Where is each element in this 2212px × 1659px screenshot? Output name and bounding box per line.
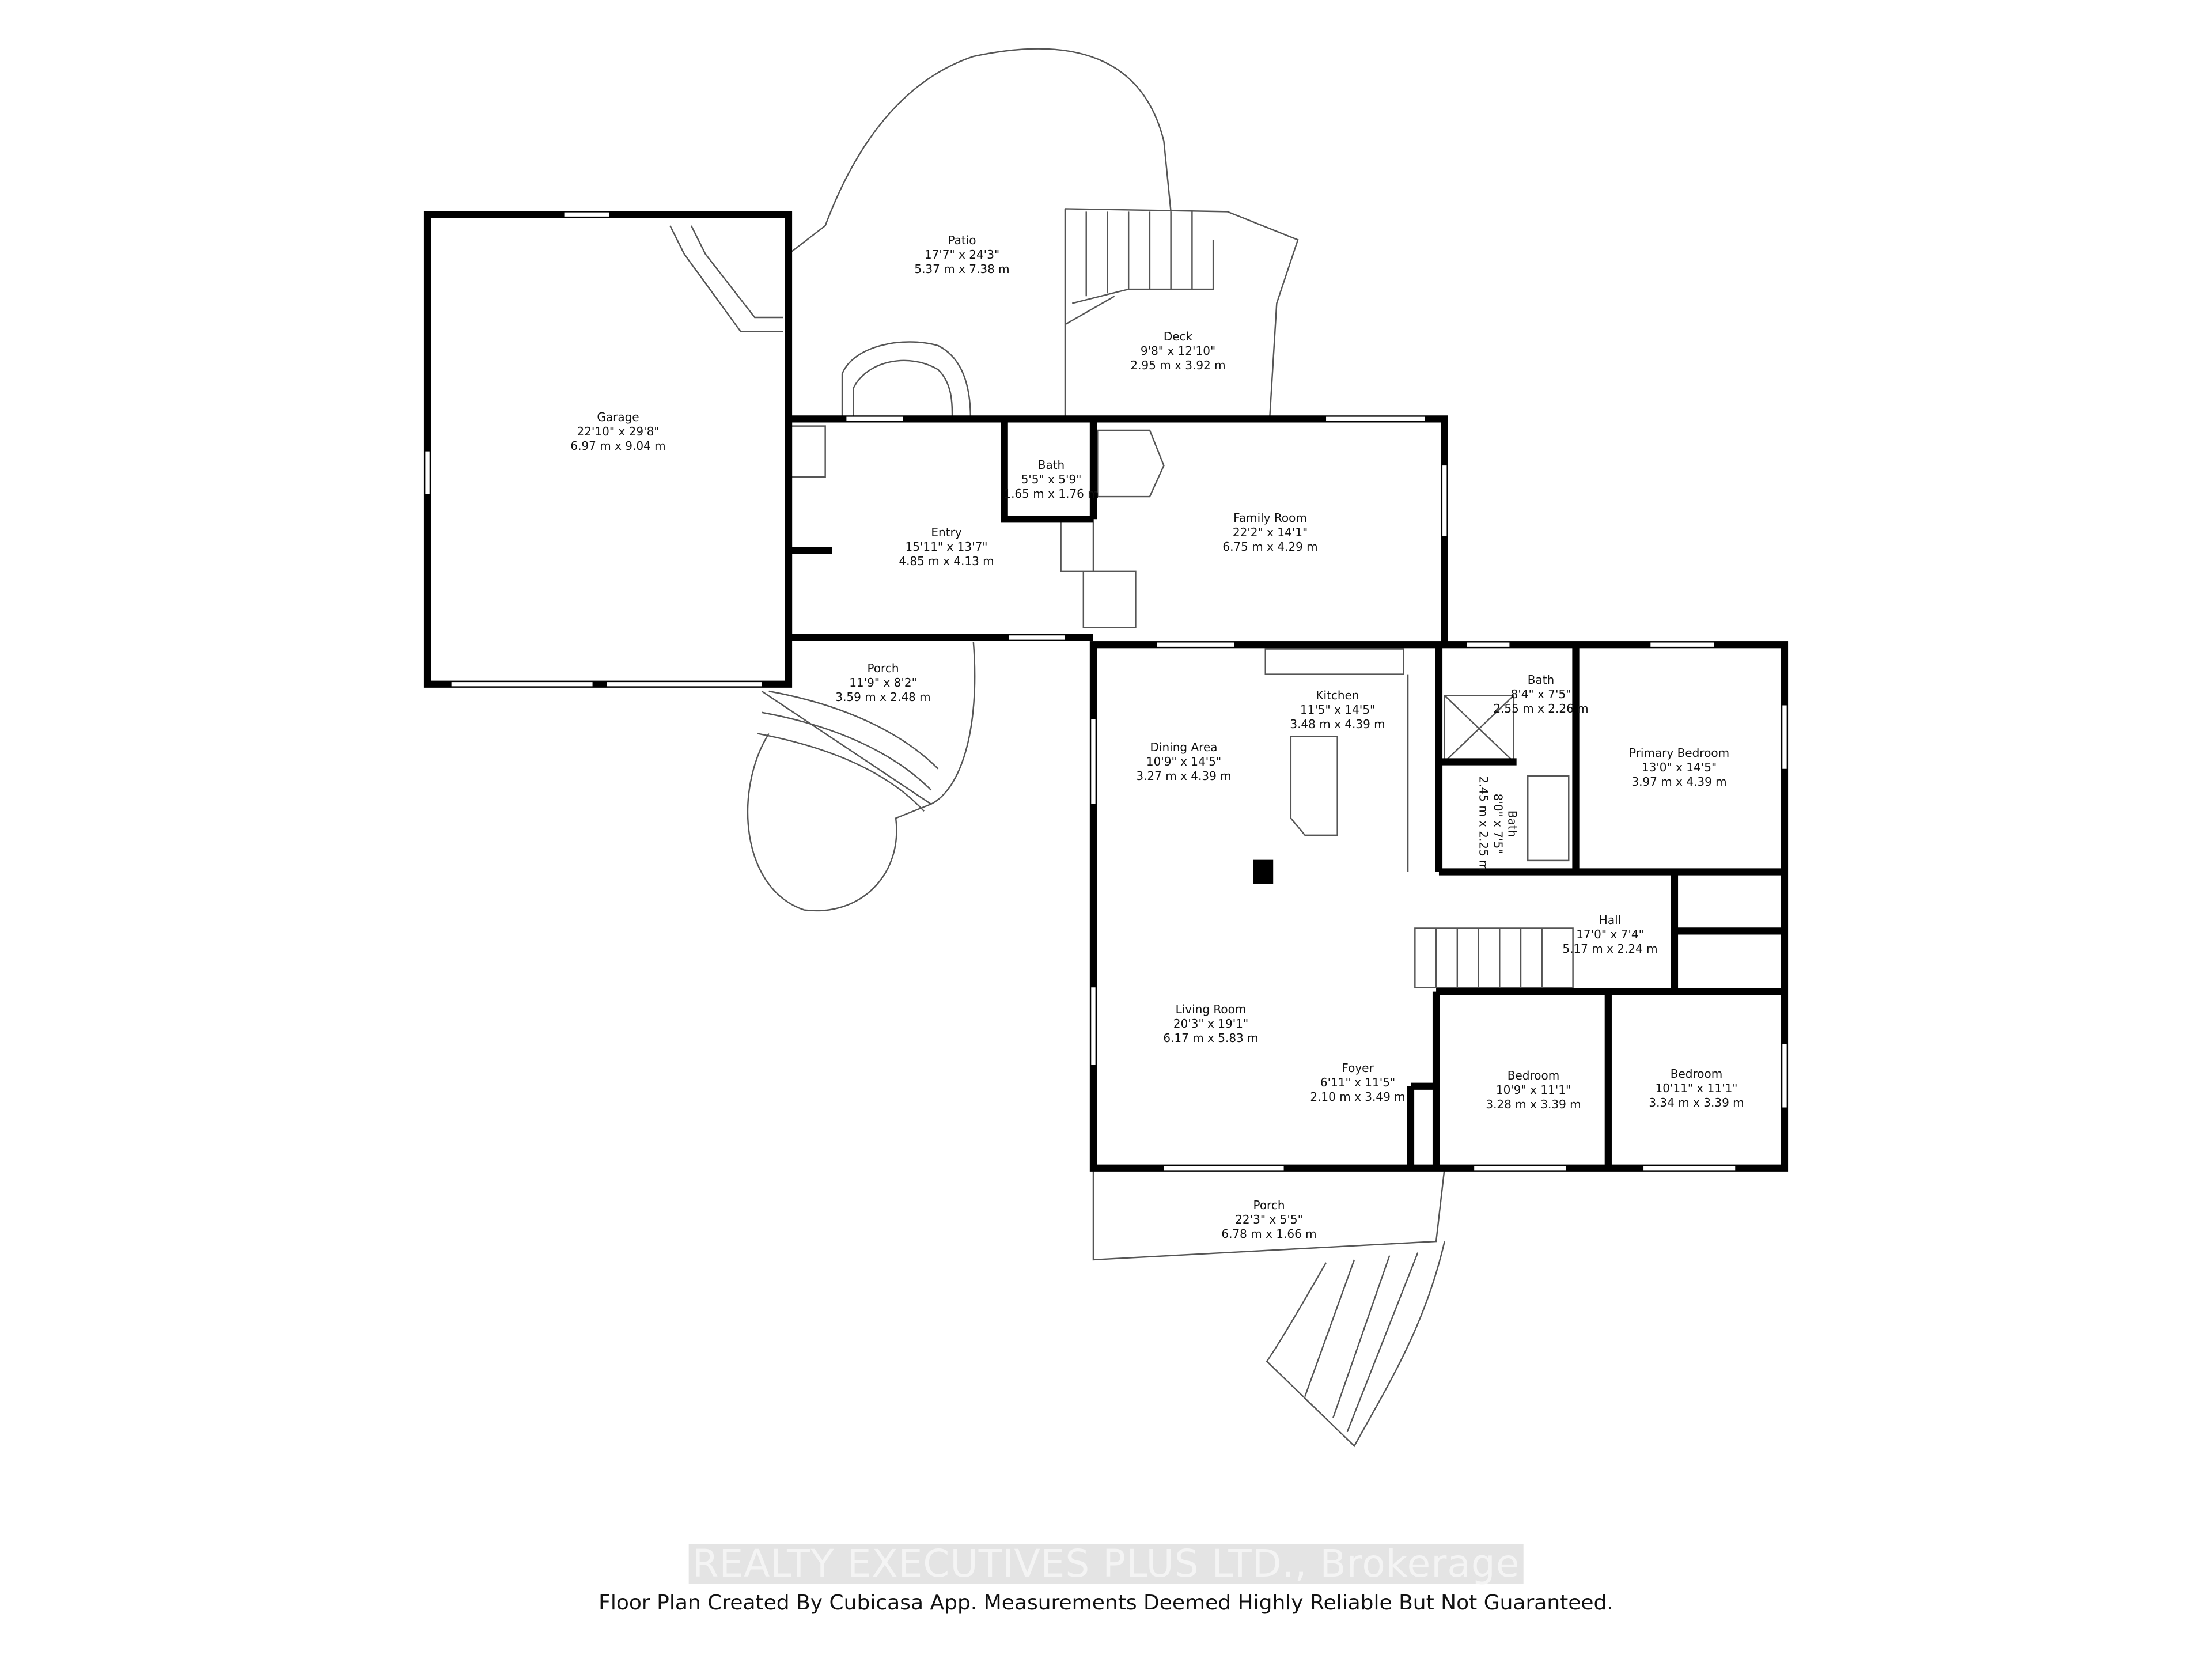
room-name: Patio: [948, 233, 976, 247]
room-dim-metric: 3.27 m x 4.39 m: [1136, 769, 1232, 783]
room-name: Foyer: [1342, 1061, 1374, 1075]
room-dim-metric: 2.95 m x 3.92 m: [1130, 358, 1226, 372]
bath-tub: [1527, 775, 1570, 862]
room-dim-imperial: 15'11" x 13'7": [905, 540, 988, 554]
room-dim-imperial: 17'7" x 24'3": [924, 248, 1000, 262]
room-dim-imperial: 9'8" x 12'10": [1140, 344, 1216, 358]
room-dim-metric: 6.97 m x 9.04 m: [570, 439, 666, 453]
room-dim-metric: 2.10 m x 3.49 m: [1310, 1090, 1406, 1104]
fireplace: [1097, 429, 1165, 498]
room-dim-metric: 3.48 m x 4.39 m: [1290, 717, 1385, 731]
room-dim-metric: 2.55 m x 2.26 m: [1493, 702, 1589, 715]
room-dim-imperial: 10'9" x 11'1": [1495, 1083, 1571, 1097]
front-porch: [1092, 1168, 1445, 1261]
brokerage-watermark: REALTY EXECUTIVES PLUS LTD., Brokerage: [688, 1544, 1524, 1584]
room-dim-metric: 3.34 m x 3.39 m: [1649, 1096, 1744, 1109]
deck-stairs: [1085, 211, 1193, 297]
room-dim-metric: 5.37 m x 7.38 m: [914, 262, 1010, 276]
room-dim-imperial: 6'11" x 11'5": [1320, 1075, 1396, 1089]
room-name: Bedroom: [1670, 1067, 1723, 1081]
patio-outline-left: [788, 225, 826, 255]
room-name: Garage: [597, 410, 639, 424]
room-name: Kitchen: [1316, 688, 1359, 702]
kitchen-counter: [1264, 648, 1409, 872]
room-dim-imperial: 13'0" x 14'5": [1641, 760, 1717, 774]
room-dim-imperial: 17'0" x 7'4": [1576, 927, 1644, 941]
room-dim-imperial: 11'9" x 8'2": [849, 676, 917, 690]
room-name: Family Room: [1233, 511, 1307, 525]
upper-wing-walls: [785, 415, 1448, 642]
windows: [425, 212, 1787, 1171]
room-name: Bedroom: [1507, 1069, 1560, 1082]
room-dim-imperial: 22'2" x 14'1": [1232, 525, 1308, 539]
room-dim-imperial: 22'3" x 5'5": [1235, 1213, 1303, 1226]
room-name: Porch: [867, 661, 899, 675]
stairs-interior: [1414, 927, 1574, 988]
room-dim-metric: 1.65 m x 1.76 m: [1003, 487, 1099, 501]
room-name: Deck: [1163, 329, 1193, 343]
room-dim-metric: 3.28 m x 3.39 m: [1486, 1097, 1581, 1111]
room-dim-imperial: 8'4" x 7'5": [1510, 687, 1571, 701]
walls: [423, 211, 1789, 1172]
porch-outline: [761, 642, 976, 805]
room-name: Bath: [1505, 810, 1520, 838]
room-name: Primary Bedroom: [1628, 746, 1730, 760]
room-name: Porch: [1253, 1198, 1285, 1212]
patio-planter: [841, 341, 972, 419]
room-dim-metric: 6.75 m x 4.29 m: [1222, 540, 1318, 554]
room-dim-metric: 2.45 m x 2.25 m: [1476, 776, 1491, 872]
interior-walls: [1407, 645, 1785, 1168]
porch-steps: [757, 690, 939, 812]
room-dim-metric: 3.97 m x 4.39 m: [1631, 775, 1727, 789]
porch-pad: [747, 733, 931, 912]
room-name: Bath: [1527, 673, 1555, 687]
room-dim-metric: 5.17 m x 2.24 m: [1562, 942, 1658, 956]
garage-steps: [669, 225, 783, 332]
room-name: Entry: [931, 525, 962, 539]
room-name: Hall: [1599, 913, 1622, 927]
room-name: Bath: [1037, 458, 1065, 472]
room-dim-metric: 6.17 m x 5.83 m: [1163, 1031, 1259, 1045]
room-name: Dining Area: [1150, 740, 1218, 754]
room-name: Living Room: [1175, 1002, 1247, 1016]
patio-outline: [824, 48, 1172, 226]
deck-outline: [1064, 208, 1299, 419]
room-dim-metric: 3.59 m x 2.48 m: [835, 690, 931, 704]
room-dim-imperial: 11'5" x 14'5": [1300, 703, 1376, 717]
room-dim-metric: 4.85 m x 4.13 m: [899, 554, 994, 568]
room-dim-imperial: 8'0" x 7'5": [1491, 793, 1505, 854]
room-dim-imperial: 20'3" x 19'1": [1173, 1017, 1249, 1031]
column: [1253, 859, 1274, 884]
front-stairs: [1266, 1241, 1445, 1448]
disclaimer-text: Floor Plan Created By Cubicasa App. Meas…: [599, 1591, 1613, 1615]
room-dim-imperial: 10'9" x 14'5": [1146, 755, 1222, 768]
room-dim-imperial: 10'11" x 11'1": [1655, 1081, 1738, 1095]
room-dim-imperial: 5'5" x 5'9": [1021, 472, 1082, 486]
room-dim-metric: 6.78 m x 1.66 m: [1221, 1227, 1317, 1241]
room-dim-imperial: 22'10" x 29'8": [577, 425, 660, 438]
